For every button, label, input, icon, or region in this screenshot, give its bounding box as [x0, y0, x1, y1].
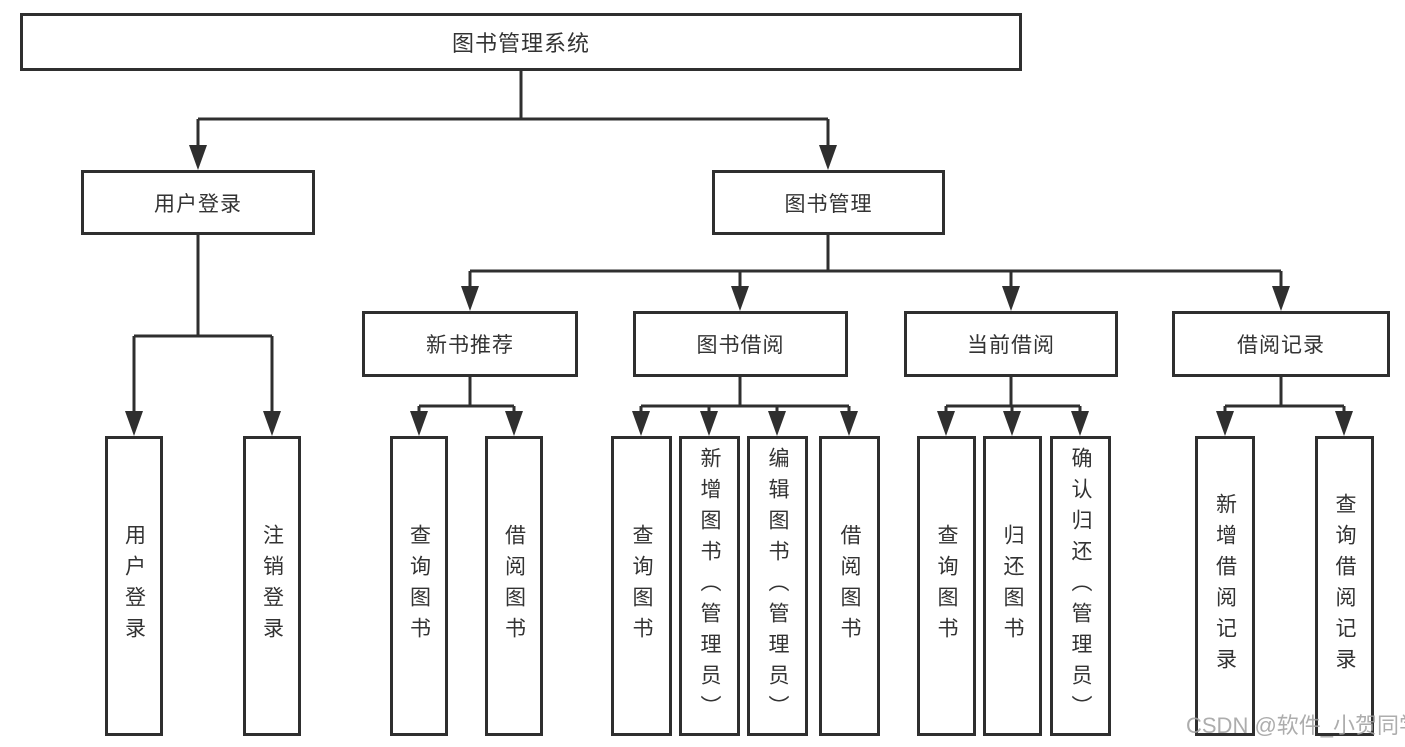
connector-record-children — [1223, 377, 1346, 418]
leaf-borrow-books-recommend: 借阅图书 — [485, 436, 543, 736]
node-library-system-label: 图书管理系统 — [451, 31, 590, 56]
node-current-borrow: 当前借阅 — [904, 311, 1118, 377]
node-new-book-recommend: 新书推荐 — [362, 311, 578, 377]
node-book-borrow-label: 图书借阅 — [696, 334, 785, 357]
connector-current-children — [944, 377, 1082, 418]
leaf-add-borrow-record: 新增借阅记录 — [1195, 436, 1255, 736]
leaf-return-books: 归还图书 — [983, 436, 1042, 736]
connector-borrow-children — [639, 377, 851, 418]
connector-login-children — [132, 235, 274, 418]
leaf-query-books-recommend: 查询图书 — [390, 436, 448, 736]
node-book-borrow: 图书借阅 — [633, 311, 848, 377]
node-library-system: 图书管理系统 — [20, 13, 1022, 71]
node-book-management: 图书管理 — [712, 170, 945, 235]
leaf-add-book-admin: 新增图书（管理员） — [679, 436, 740, 736]
leaf-user-login: 用户登录 — [105, 436, 163, 736]
node-new-book-recommend-label: 新书推荐 — [426, 334, 514, 357]
connector-recommend-children — [417, 377, 516, 418]
leaf-logout: 注销登录 — [243, 436, 301, 736]
node-borrow-records: 借阅记录 — [1172, 311, 1390, 377]
connector-mgmt-to-level3 — [468, 235, 1283, 293]
leaf-edit-book-admin: 编辑图书（管理员） — [747, 436, 808, 736]
leaf-query-books-current: 查询图书 — [917, 436, 976, 736]
leaf-borrow-books: 借阅图书 — [819, 436, 880, 736]
leaf-confirm-return-admin: 确认归还（管理员） — [1050, 436, 1111, 736]
node-current-borrow-label: 当前借阅 — [967, 334, 1055, 357]
leaf-query-borrow-record: 查询借阅记录 — [1315, 436, 1374, 736]
connector-root-to-level2 — [196, 71, 830, 152]
node-user-login-label: 用户登录 — [154, 192, 242, 216]
leaf-query-books-borrow: 查询图书 — [611, 436, 672, 736]
node-user-login: 用户登录 — [81, 170, 315, 235]
node-book-management-label: 图书管理 — [784, 192, 873, 216]
node-borrow-records-label: 借阅记录 — [1237, 334, 1325, 357]
